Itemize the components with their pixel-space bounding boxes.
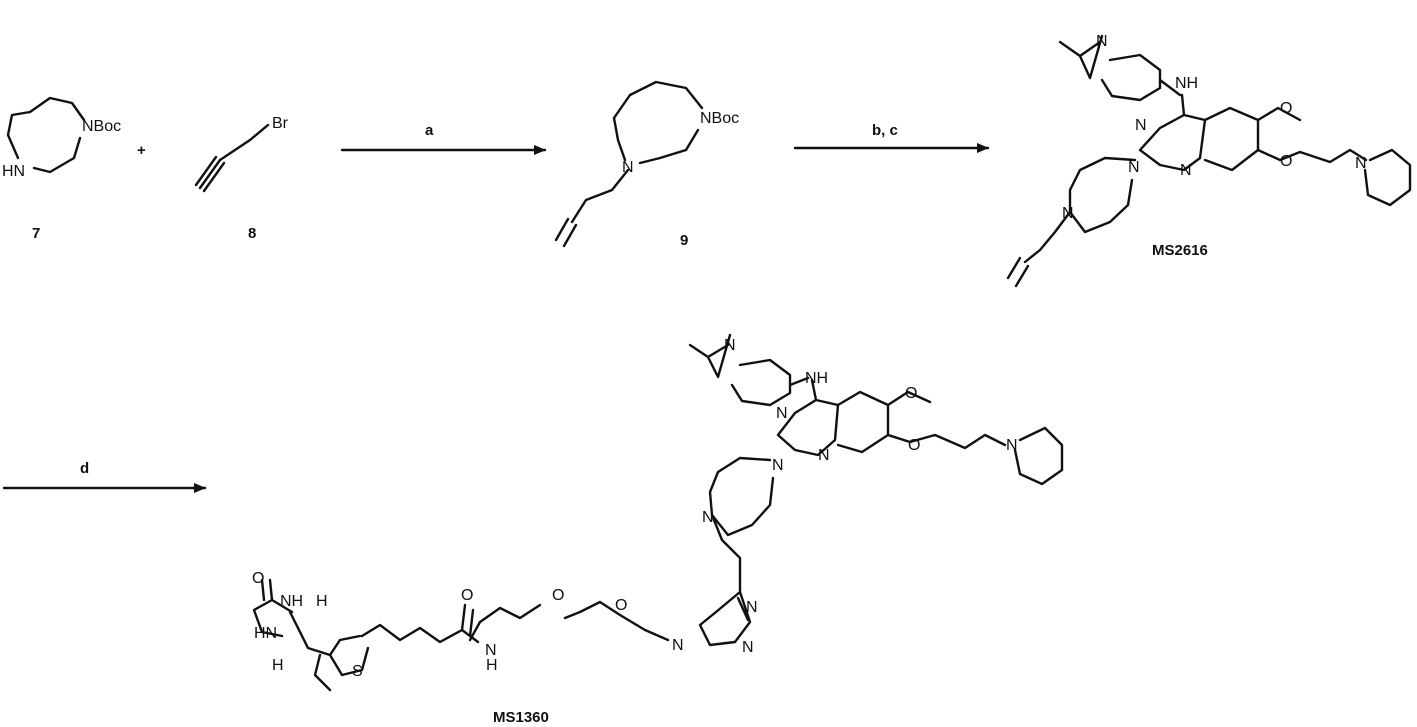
compound-8: Br 8 (194, 115, 289, 242)
nh-urea1-label: NH (280, 593, 303, 610)
o-peg2-label: O (552, 587, 564, 604)
o-label-ms2616: O (1280, 100, 1292, 117)
o-label-ms1360: O (905, 385, 917, 402)
compound-ms1360: N NH O O N N N N N N N N O O N H O S O N… (252, 333, 1064, 726)
n-iso-label: N (1096, 33, 1108, 50)
n-triazole2-label: N (742, 639, 754, 656)
compound-7: NBoc HN 7 (2, 96, 121, 242)
n-homopip2-label: N (1062, 205, 1074, 222)
o-urea-label: O (252, 570, 264, 587)
n-triazole1-label: N (746, 599, 758, 616)
compound-7-label: 7 (32, 225, 40, 242)
o-amide-label: O (461, 587, 473, 604)
n-triazole3-label: N (672, 637, 684, 654)
plus-sign: + (137, 142, 146, 159)
nh-label-ms1360: NH (805, 370, 828, 387)
compound-9-label: 9 (680, 232, 688, 249)
n-label-9: N (622, 159, 634, 176)
n2-label-ms1360: N (818, 447, 830, 464)
h-stereo2-label: H (272, 657, 284, 674)
s-label: S (352, 663, 363, 680)
ms1360-label: MS1360 (493, 709, 549, 726)
condition-bc: b, c (872, 122, 898, 139)
compound-8-label: 8 (248, 225, 256, 242)
compound-9: NBoc N 9 (554, 80, 739, 249)
n-homopip2-label-ms1360: N (702, 509, 714, 526)
br-label: Br (272, 115, 289, 132)
n-pip-label-ms2616: N (1355, 155, 1367, 172)
nboc-label-9: NBoc (700, 110, 739, 127)
h-stereo1-label: H (316, 593, 328, 610)
condition-a: a (425, 122, 434, 139)
nboc-label: NBoc (82, 118, 121, 135)
o-peg1-label: O (615, 597, 627, 614)
hn-urea2-label: HN (254, 625, 277, 642)
nh-label-ms2616: NH (1175, 75, 1198, 92)
n2-label-ms2616: N (1180, 162, 1192, 179)
o2-label-ms2616: O (1280, 153, 1292, 170)
hn-label: HN (2, 163, 25, 180)
n-iso-label-ms1360: N (724, 337, 736, 354)
n1-label-ms2616: N (1135, 117, 1147, 134)
n1-label-ms1360: N (776, 405, 788, 422)
n-amide-label: N (485, 642, 497, 659)
compound-ms2616: N NH O O N N N N N MS2616 (1006, 33, 1412, 288)
n-homopip1-label-ms1360: N (772, 457, 784, 474)
h-amide-label: H (486, 657, 498, 674)
condition-d: d (80, 460, 89, 477)
n-pip-label-ms1360: N (1006, 437, 1018, 454)
ms2616-label: MS2616 (1152, 242, 1208, 259)
o2-label-ms1360: O (908, 437, 920, 454)
n-homopip1-label: N (1128, 159, 1140, 176)
